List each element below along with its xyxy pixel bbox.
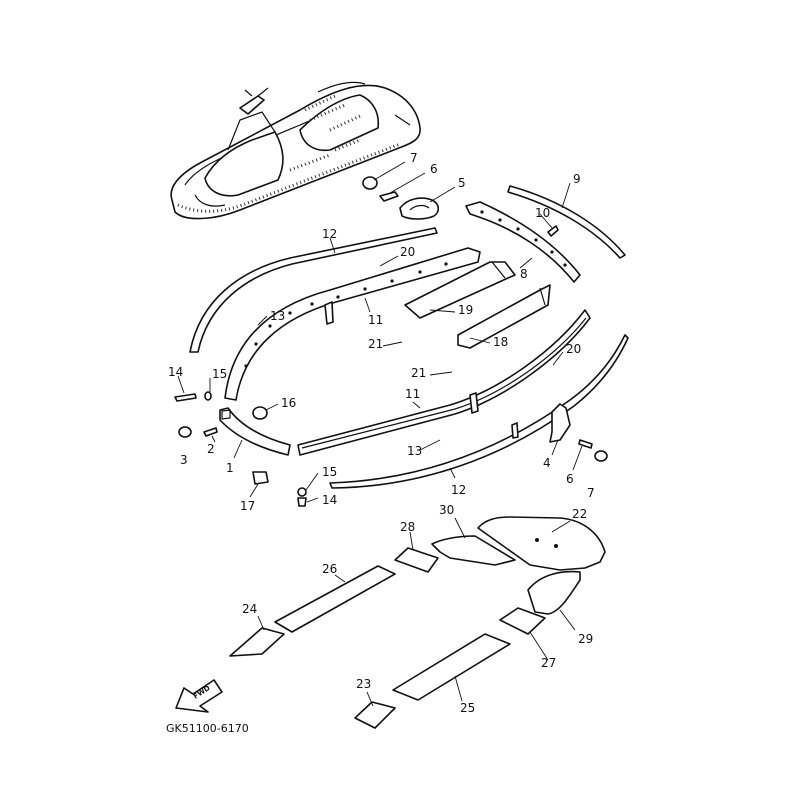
callout-7: 7: [587, 486, 595, 500]
callout-3: 3: [180, 453, 188, 467]
hardware-top: [362, 176, 440, 220]
callout-24: 24: [242, 602, 257, 616]
fwd-arrow-icon: FWD: [175, 679, 223, 713]
mat-27: [499, 607, 546, 635]
callout-12: 12: [451, 483, 466, 497]
callout-9: 9: [573, 172, 581, 186]
callout-4: 4: [543, 456, 551, 470]
callout-26: 26: [322, 562, 337, 576]
callout-13: 13: [270, 309, 285, 323]
callout-20: 20: [566, 342, 581, 356]
mat-26: [274, 565, 396, 633]
bracket-parts-middle: [404, 261, 551, 349]
callout-23: 23: [356, 677, 371, 691]
callout-2: 2: [207, 442, 215, 456]
callout-30: 30: [439, 503, 454, 517]
callout-20: 20: [400, 245, 415, 259]
callout-1: 1: [226, 461, 234, 475]
callout-21: 21: [368, 337, 383, 351]
callout-11: 11: [405, 387, 420, 401]
mat-parts: [229, 516, 606, 729]
rail-parts-right: [465, 185, 626, 283]
callout-18: 18: [493, 335, 508, 349]
callout-14: 14: [322, 493, 337, 507]
diagram-code: GK51100-6170: [166, 722, 249, 735]
callout-29: 29: [578, 632, 593, 646]
callout-10: 10: [535, 206, 550, 220]
mat-29: [527, 570, 581, 615]
watercraft-illustration: [170, 81, 421, 220]
rail-parts-left: [189, 227, 481, 401]
mat-22: [477, 516, 606, 571]
callout-8: 8: [520, 267, 528, 281]
callout-7: 7: [410, 151, 418, 165]
callout-15: 15: [322, 465, 337, 479]
callout-27: 27: [541, 656, 556, 670]
callout-13: 13: [407, 444, 422, 458]
mat-25: [392, 633, 511, 701]
rail-parts-lower: [297, 309, 629, 489]
callout-22: 22: [572, 507, 587, 521]
callout-16: 16: [281, 396, 296, 410]
leader-lines: [177, 161, 583, 707]
callout-25: 25: [460, 701, 475, 715]
callout-15: 15: [212, 367, 227, 381]
callout-11: 11: [368, 313, 383, 327]
mat-28: [394, 547, 439, 573]
callout-28: 28: [400, 520, 415, 534]
mat-24: [229, 627, 285, 657]
hardware-left: [174, 391, 291, 485]
callout-21: 21: [411, 366, 426, 380]
callout-19: 19: [458, 303, 473, 317]
callout-6: 6: [430, 162, 438, 176]
callout-6: 6: [566, 472, 574, 486]
hardware-right: [297, 403, 608, 507]
mat-23: [354, 701, 396, 729]
callout-12: 12: [322, 227, 337, 241]
callout-17: 17: [240, 499, 255, 513]
callout-5: 5: [458, 176, 466, 190]
callout-14: 14: [168, 365, 183, 379]
